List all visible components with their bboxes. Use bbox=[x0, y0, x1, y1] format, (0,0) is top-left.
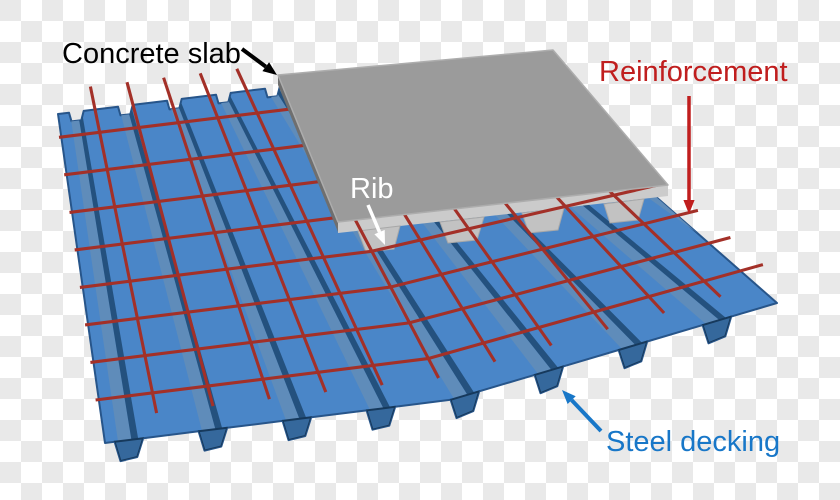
reinforcement-arrow bbox=[683, 96, 695, 214]
label-reinforcement: Reinforcement bbox=[599, 56, 788, 88]
rib-arrow bbox=[366, 204, 385, 245]
label-concrete-slab: Concrete slab bbox=[62, 38, 241, 70]
concrete-slab-graphic bbox=[277, 49, 669, 232]
label-rib: Rib bbox=[350, 173, 394, 205]
steel-decking-arrow bbox=[562, 390, 603, 433]
concrete-slab-arrow bbox=[240, 47, 277, 75]
label-steel-decking: Steel decking bbox=[606, 426, 781, 458]
